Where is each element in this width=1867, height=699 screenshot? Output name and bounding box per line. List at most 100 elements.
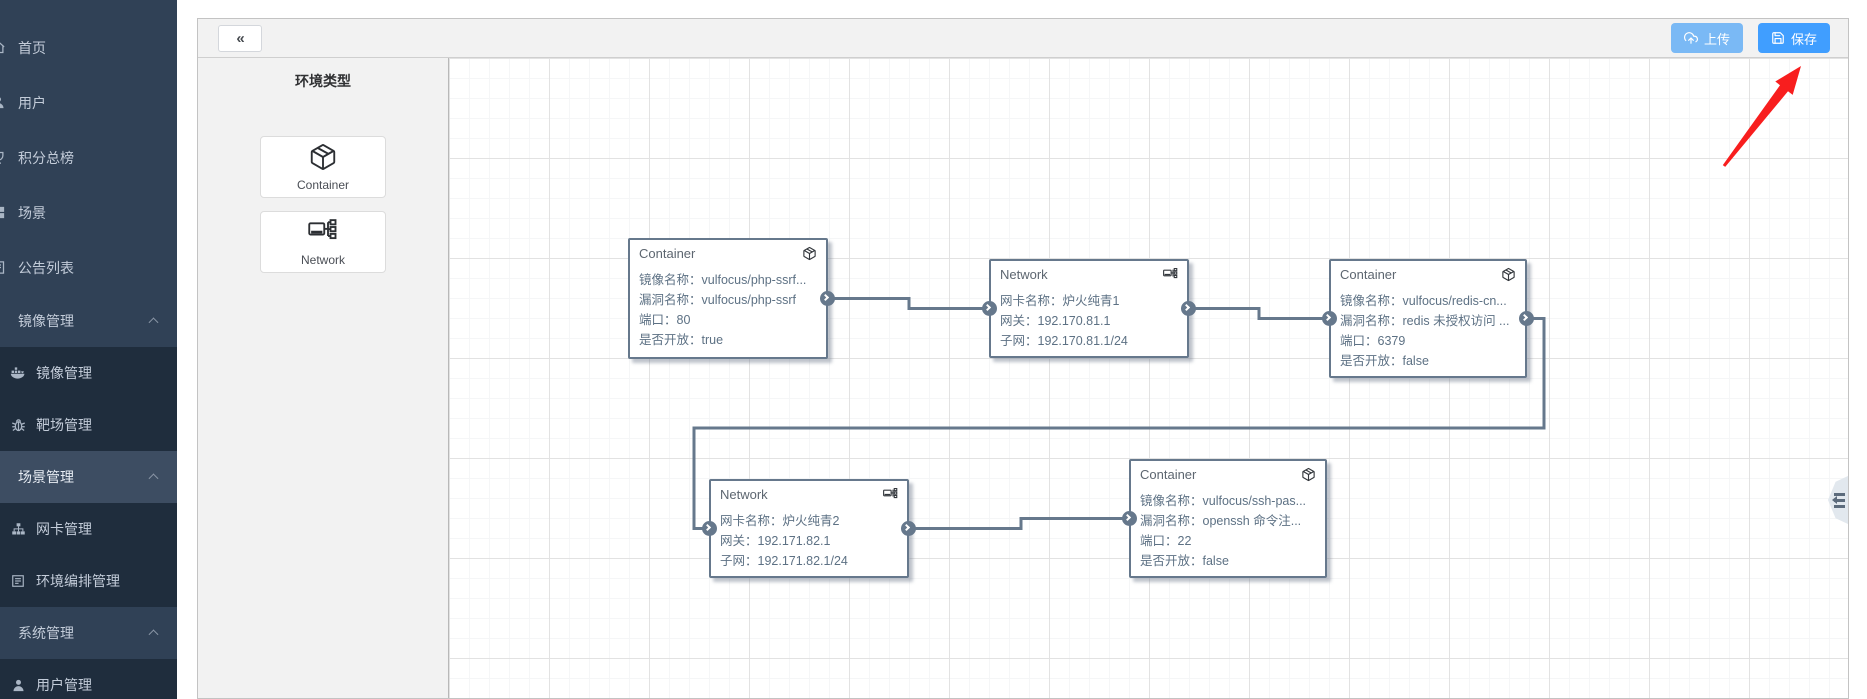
node-container-php-ssrf[interactable]: Container 镜像名称：vulfocus/php-ssrf... 漏洞名称… [628, 238, 835, 359]
sidebar-group-system-management[interactable]: 系统管理 [0, 607, 177, 659]
node-title: Network [720, 487, 768, 502]
home-icon [0, 40, 6, 56]
collapse-sidebar-button[interactable]: « [218, 24, 262, 52]
node-body: 镜像名称：vulfocus/php-ssrf... 漏洞名称：vulfocus/… [630, 261, 826, 350]
sidebar-item-label: 环境编排管理 [36, 573, 120, 589]
sidebar-item-label: 积分总榜 [18, 149, 74, 166]
sidebar-item-label: 网卡管理 [36, 521, 92, 537]
node-field: 镜像名称：vulfocus/ssh-pas... [1140, 494, 1307, 508]
node-field: 镜像名称：vulfocus/php-ssrf... [639, 273, 807, 287]
node-field: 端口：22 [1140, 534, 1192, 548]
sitemap-icon [10, 521, 26, 537]
node-body: 镜像名称：vulfocus/redis-cn... 漏洞名称：redis 未授权… [1331, 282, 1525, 371]
palette-item-label: Container [296, 178, 350, 192]
chevron-up-icon [148, 473, 159, 484]
port-right[interactable] [1519, 311, 1534, 326]
edge-container2-network2[interactable] [692, 317, 1546, 530]
node-header: Container [1331, 261, 1525, 282]
cloud-upload-icon [1683, 31, 1698, 45]
node-palette: 环境类型 Container Network [198, 58, 449, 698]
node-body: 网卡名称：炉火纯青2 网关：192.171.82.1 子网：192.171.82… [711, 502, 907, 571]
sidebar-item-label: 首页 [18, 39, 46, 56]
node-container-ssh[interactable]: Container 镜像名称：vulfocus/ssh-pas... 漏洞名称：… [1122, 459, 1327, 578]
port-left[interactable] [982, 301, 997, 316]
sidebar-item-image-management[interactable]: 镜像管理 [0, 347, 177, 399]
sidebar-item-users[interactable]: 用户 [0, 75, 177, 130]
sidebar: 首页 用户 积分总榜 场景 公告列表 镜像管理 镜像管理 靶场管理 场景管理 [0, 0, 177, 699]
network-icon [1163, 267, 1178, 282]
sidebar-group-image-management[interactable]: 镜像管理 [0, 295, 177, 347]
sidebar-item-range-management[interactable]: 靶场管理 [0, 399, 177, 451]
scene-icon [0, 205, 6, 221]
container-cube-icon [1301, 467, 1316, 482]
sidebar-group-label: 场景管理 [18, 469, 74, 485]
chevron-up-icon [148, 629, 159, 640]
node-field: 漏洞名称：openssh 命令注... [1140, 514, 1302, 528]
sidebar-item-label: 镜像管理 [36, 365, 92, 381]
right-drawer-toggle[interactable] [1828, 476, 1848, 524]
port-right[interactable] [901, 521, 916, 536]
user-icon [0, 95, 6, 111]
chevron-right-icon [703, 523, 712, 532]
port-left[interactable] [1122, 511, 1137, 526]
upload-button[interactable]: 上传 [1670, 23, 1743, 53]
sidebar-group-scene-management[interactable]: 场景管理 [0, 451, 177, 503]
sidebar-item-leaderboard[interactable]: 积分总榜 [0, 130, 177, 185]
node-header: Container [1131, 461, 1325, 482]
chevron-right-icon [983, 303, 992, 312]
sidebar-item-user-management[interactable]: 用户管理 [0, 659, 177, 699]
edge-network2-container3[interactable] [909, 517, 1129, 530]
node-title: Container [1140, 467, 1197, 482]
node-field: 漏洞名称：vulfocus/php-ssrf [639, 293, 796, 307]
node-field: 是否开放：false [1340, 354, 1429, 368]
node-field: 端口：80 [639, 313, 691, 327]
sidebar-item-environment-orchestration[interactable]: 环境编排管理 [0, 555, 177, 607]
port-right[interactable] [1181, 301, 1196, 316]
document-list-icon [10, 573, 26, 589]
red-annotation-arrow [1722, 66, 1801, 167]
sidebar-item-scenes[interactable]: 场景 [0, 185, 177, 240]
sidebar-item-nic-management[interactable]: 网卡管理 [0, 503, 177, 555]
edges-layer [692, 66, 1801, 530]
hamburger-icon [1834, 492, 1845, 496]
chevron-right-icon [1182, 303, 1191, 312]
bug-icon [10, 417, 26, 433]
port-left[interactable] [1322, 311, 1337, 326]
chevron-right-icon [1123, 513, 1132, 522]
node-network-2[interactable]: Network 网卡名称：炉火纯青2 网关：192.171.82.1 子网：19… [702, 479, 916, 578]
edge-container1-network1[interactable] [829, 297, 989, 310]
node-field: 网卡名称：炉火纯青2 [720, 514, 840, 528]
port-left[interactable] [702, 521, 717, 536]
node-field: 镜像名称：vulfocus/redis-cn... [1340, 294, 1507, 308]
edge-network1-container2[interactable] [1189, 307, 1329, 320]
node-body: 镜像名称：vulfocus/ssh-pas... 漏洞名称：openssh 命令… [1131, 482, 1325, 571]
node-field: 漏洞名称：redis 未授权访问 ... [1340, 314, 1510, 328]
user-icon [10, 677, 26, 693]
node-header: Network [991, 261, 1187, 282]
node-field: 子网：192.170.81.1/24 [1000, 334, 1128, 348]
save-floppy-icon [1771, 31, 1785, 45]
palette-item-container[interactable]: Container [260, 136, 386, 198]
save-button[interactable]: 保存 [1757, 23, 1830, 53]
sidebar-item-label: 靶场管理 [36, 417, 92, 433]
node-header: Network [711, 481, 907, 502]
node-field: 是否开放：false [1140, 554, 1229, 568]
sidebar-item-announcements[interactable]: 公告列表 [0, 240, 177, 295]
chevron-right-icon [902, 523, 911, 532]
palette-item-network[interactable]: Network [260, 211, 386, 273]
network-icon [308, 217, 338, 252]
node-field: 网关：192.170.81.1 [1000, 314, 1111, 328]
sidebar-item-label: 场景 [18, 204, 46, 221]
node-header: Container [630, 240, 826, 261]
port-right[interactable] [820, 291, 835, 306]
chevron-up-icon [148, 317, 159, 328]
sidebar-item-home[interactable]: 首页 [0, 20, 177, 75]
sidebar-group-label: 系统管理 [18, 625, 74, 641]
node-field: 端口：6379 [1340, 334, 1406, 348]
flow-canvas[interactable]: Container 镜像名称：vulfocus/php-ssrf... 漏洞名称… [449, 58, 1848, 698]
node-network-1[interactable]: Network 网卡名称：炉火纯青1 网关：192.170.81.1 子网：19… [982, 259, 1196, 358]
node-container-redis[interactable]: Container 镜像名称：vulfocus/redis-cn... 漏洞名称… [1322, 259, 1534, 378]
node-field: 网卡名称：炉火纯青1 [1000, 294, 1120, 308]
save-button-label: 保存 [1790, 31, 1817, 47]
triangle-left-icon [1832, 496, 1837, 504]
